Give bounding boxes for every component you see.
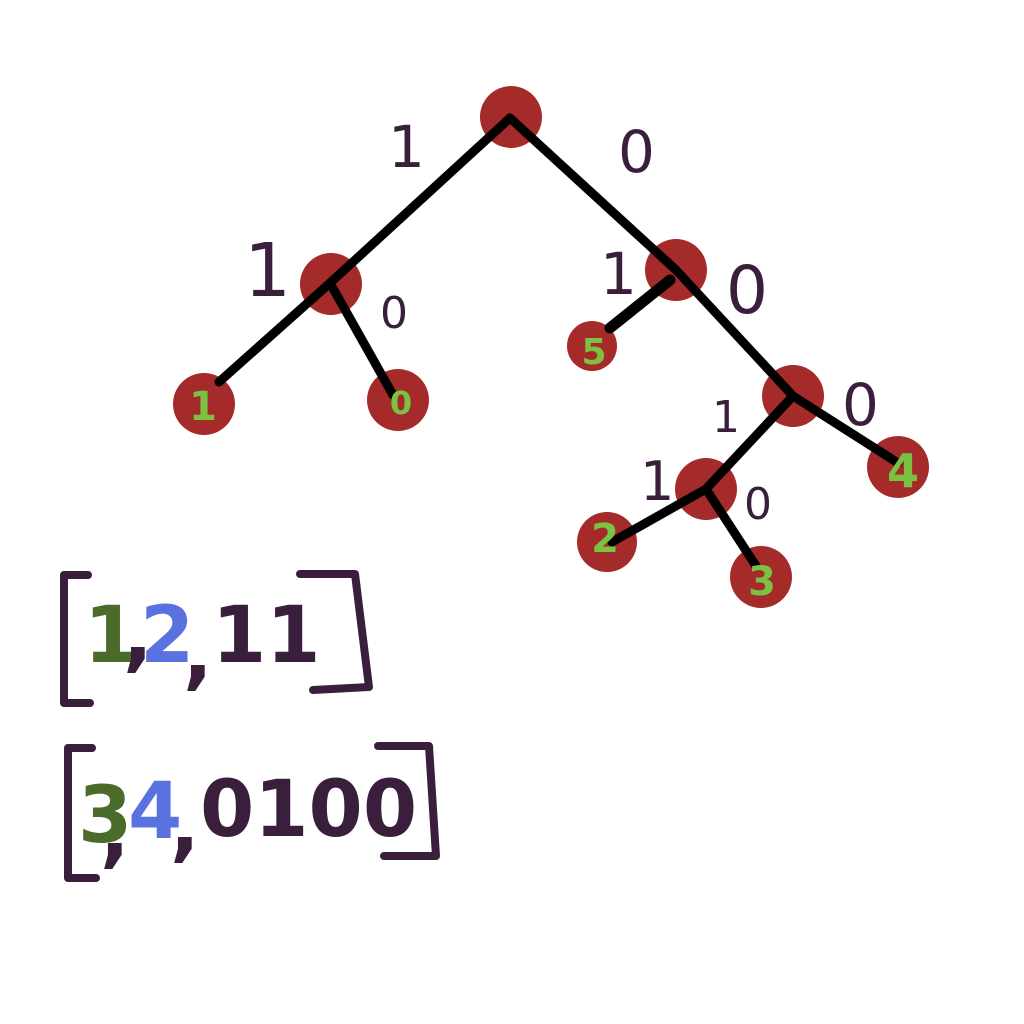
code-2-second: 4 [128,767,182,857]
edge-n2-left [604,274,676,334]
edge-label-n2-left: 1 [600,240,637,308]
code-1-bits: 11 [212,591,321,681]
edge-n4-left [607,484,711,547]
edge-n3-left [701,391,798,494]
code-1-sep1: , [123,591,153,681]
right-bracket-1 [296,570,373,694]
edge-label-n3-left: 1 [712,392,740,443]
left-bracket-2 [64,744,100,882]
edge-label-n4-left: 1 [640,450,674,513]
left-bracket-1 [60,571,94,707]
leaf-label-0: 0 [390,384,412,422]
edge-labels: 1 0 1 0 1 0 1 0 1 0 [244,113,879,530]
code-entry-2: 3 , 4 , 0100 [64,742,440,882]
code-2-first: 3 [78,771,132,861]
edge-n3-right [788,391,903,468]
leaf-label-3: 3 [748,559,776,605]
code-1-first: 1 [84,591,138,681]
edge-label-n1-left: 1 [244,228,291,314]
edge-label-n3-right: 0 [842,371,879,439]
edge-n1-right [325,278,398,400]
tree-edges [214,113,903,571]
edge-label-root-right: 0 [618,118,655,186]
edge-n2-right [671,265,798,401]
edge-label-root-left: 1 [388,113,425,181]
leaf-label-4: 4 [887,444,919,498]
edge-label-n1-right: 0 [380,288,408,339]
code-1-sep2: , [183,609,213,699]
edge-label-n2-right: 0 [726,252,768,329]
edge-label-n4-right: 0 [744,479,772,530]
leaf-node-2 [577,512,637,572]
edge-n1-left [214,278,335,387]
right-bracket-2 [374,742,440,860]
leaf-labels: 1 0 5 2 3 4 [189,332,919,605]
code-2-bits: 0100 [200,765,417,855]
edge-root-right [505,113,681,275]
leaf-label-5: 5 [581,332,606,373]
code-2-sep1: , [100,787,130,877]
code-1-second: 2 [140,591,194,681]
code-entry-1: 1 , 2 , 11 [60,570,373,707]
leaf-node-1 [173,373,235,435]
leaf-label-2: 2 [591,516,619,562]
code-2-sep2: , [170,781,200,871]
leaf-node-5 [567,321,617,371]
leaf-label-1: 1 [189,384,217,430]
edge-n4-right [701,484,761,571]
edge-root-left [325,113,515,288]
leaf-node-3 [730,546,792,608]
tree-nodes [173,86,929,608]
